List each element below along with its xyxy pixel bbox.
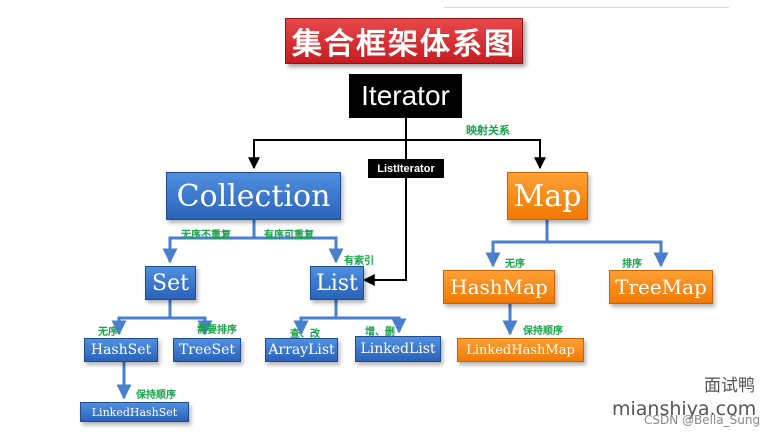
line-collection-list [254,236,344,264]
label-map-sorted: 排序 [622,259,642,270]
top-divider [444,7,729,8]
node-linkedhashmap: LinkedHashMap [457,338,584,362]
node-map: Map [507,172,588,220]
node-collection: Collection [166,172,341,220]
line-iterator-map [406,139,546,170]
node-treeset: TreeSet [173,338,241,362]
watermark-csdn: CSDN @Bella_Sung [644,413,761,427]
node-hashmap: HashMap [443,270,555,304]
node-iterator: Iterator [349,74,462,118]
node-list: List [310,266,364,300]
watermark-site: mianshiya.com [612,398,757,420]
label-set-unordered: 无序 [98,327,118,338]
label-indexed: 有索引 [344,256,374,267]
line-list-arraylist [293,316,336,336]
node-treemap: TreeMap [609,270,713,304]
label-needs-sorting: 需要排序 [197,325,237,336]
node-linkedhashset: LinkedHashSet [80,402,189,422]
label-insert-delete: 增、删 [365,327,395,338]
node-listiterator: ListIterator [368,159,444,178]
line-listiterator-list [362,178,407,286]
label-unordered-unique: 无序不重复 [181,230,231,241]
node-arraylist: ArrayList [265,338,338,362]
line-iterator-collection [248,139,406,170]
line-set-hashset [111,316,170,336]
node-set: Set [145,266,196,300]
node-hashset: HashSet [84,338,158,362]
line-collection-set [162,236,254,264]
label-ordered-repeatable: 有序可重复 [264,230,314,241]
line-list-linkedlist [336,316,407,334]
label-keep-order-set: 保持顺序 [136,390,176,401]
line-map-treemap [547,240,669,268]
diagram-title: 集合框架体系图 [285,18,523,64]
node-linkedlist: LinkedList [355,336,441,362]
label-mapping: 映射关系 [466,124,510,137]
line-map-hashmap [485,240,547,268]
watermark-brand: 面试鸭 [704,376,755,396]
label-keep-order-map: 保持顺序 [523,326,563,337]
line-set-treeset [170,316,213,336]
label-query-update: 查、改 [290,329,320,340]
label-map-unordered: 无序 [505,259,525,270]
